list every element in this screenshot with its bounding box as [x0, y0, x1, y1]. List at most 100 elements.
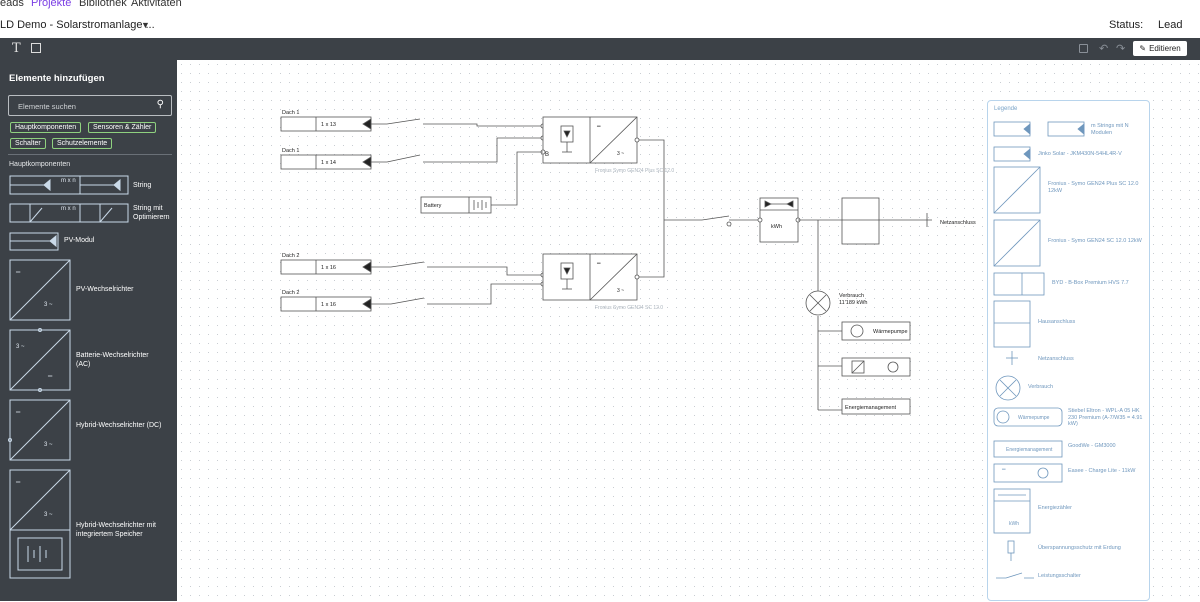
legend-panel: Legende ═ kWh Wärmepumpe Energiemanageme…	[987, 100, 1150, 601]
string-dach1-b[interactable]	[280, 154, 372, 170]
project-title[interactable]: LD Demo - Solarstromanlage ...	[0, 19, 155, 31]
schematic-diagram: Dach 1 1 x 13 Dach 1 1 x 14 Dach 2 1 x 1…	[280, 110, 976, 415]
sidebar-title: Elemente hinzufügen	[9, 73, 105, 84]
pencil-icon: ✎	[1139, 44, 1147, 53]
consumption-value: 11'189 kWh	[839, 300, 867, 306]
batt-inverter-dc: ═	[47, 374, 53, 380]
consumption-load[interactable]	[805, 290, 831, 316]
project-bar: LD Demo - Solarstromanlage ... ▼ Status:…	[0, 14, 1200, 37]
nav-leads[interactable]: eads	[0, 0, 24, 9]
string-tag: m x n	[61, 178, 76, 184]
energy-meter[interactable]	[759, 197, 799, 243]
roof-label-4: Dach 2	[282, 290, 299, 296]
undo-icon[interactable]: ↶	[1099, 43, 1109, 55]
inverter-2-caption: Fronius Symo GEN24 SC 12.0	[595, 305, 663, 311]
legend-inner-energy: Energiemanagement	[1006, 447, 1053, 453]
roof-label-3: Dach 2	[282, 253, 299, 259]
wallbox-block[interactable]	[841, 357, 911, 377]
component-label-string-optimizer: String mit Optimierern	[133, 205, 170, 221]
editor-toolbar: T ↶ ↷ ✎ Editieren	[0, 38, 1200, 60]
legend-item-heatpump: Stiebel Eltron - WPL-A 05 HK 230 Premium…	[1068, 408, 1143, 427]
text-tool-icon[interactable]: T	[12, 41, 21, 56]
search-placeholder: Elemente suchen	[18, 102, 76, 111]
legend-item-verbrauch: Verbrauch	[1028, 384, 1054, 390]
legend-item-battery: BYD - B-Box Premium HVS 7.7	[1052, 280, 1129, 286]
inverter-1-dc: ═	[596, 124, 601, 130]
pv-inverter-ac: 3 ~	[44, 302, 53, 308]
hybrid-ac: 3 ~	[44, 442, 53, 448]
chevron-down-icon[interactable]: ▼	[141, 20, 150, 30]
string-size-1: 1 x 13	[321, 122, 336, 128]
component-string-optimizer[interactable]	[9, 203, 129, 223]
legend-item-meter: Energiezähler	[1038, 505, 1072, 511]
battery-label: Battery	[424, 203, 442, 209]
inverter-2-dc: ═	[596, 261, 601, 267]
pv-inverter-dc: ═	[15, 270, 21, 276]
legend-item-surge: Überspannungsschutz mit Erdung	[1038, 545, 1121, 551]
legend-inner-heatpump: Wärmepumpe	[1018, 415, 1050, 421]
batt-inverter-ac: 3 ~	[16, 344, 25, 350]
string-size-2: 1 x 14	[321, 160, 336, 166]
legend-title: Legende	[994, 106, 1018, 112]
element-sidebar: Elemente hinzufügen Elemente suchen ⚲ Ha…	[0, 60, 177, 601]
rectangle-tool-icon[interactable]	[31, 43, 41, 53]
legend-item-wallbox: Easee - Charge Lite - 11kW	[1068, 468, 1136, 474]
inverter-1-ac: 3 ~	[617, 151, 624, 157]
chip-sensoren-zaehler[interactable]: Sensoren & Zähler	[88, 122, 157, 133]
legend-item-inverter: Fronius - Symo GEN24 SC 12.0 12kW	[1048, 238, 1142, 244]
inverter-1[interactable]	[542, 116, 638, 164]
status-value[interactable]: Lead	[1158, 19, 1183, 31]
meter-unit: kWh	[771, 224, 782, 230]
legend-symbols: ═ kWh Wärmepumpe Energiemanagement	[993, 121, 1085, 579]
component-pv-module[interactable]	[9, 232, 59, 251]
component-label-string: String	[133, 182, 152, 189]
inverter-2-ac: 3 ~	[617, 288, 624, 294]
chip-schalter[interactable]: Schalter	[10, 138, 46, 149]
consumption-label: Verbrauch	[839, 293, 864, 299]
component-label-hybrid-inverter: Hybrid-Wechselrichter (DC)	[76, 422, 162, 429]
legend-item-netzanschluss: Netzanschluss	[1038, 356, 1074, 362]
legend-item-hausanschluss: Hausanschluss	[1038, 319, 1076, 325]
component-palette: m x n m x n ═ 3 ~ 3 ~ ═ ═ 3 ~ ═ 3 ~	[8, 175, 129, 579]
search-icon[interactable]: ⚲	[156, 99, 164, 110]
heatpump-label: Wärmepumpe	[873, 329, 908, 335]
inverter-2[interactable]	[542, 253, 638, 301]
edit-button-label: Editieren	[1149, 44, 1181, 53]
redo-icon[interactable]: ↷	[1116, 43, 1126, 55]
legend-item-inverter-plus: Fronius - Symo GEN24 Plus SC 12.0 12kW	[1048, 181, 1139, 194]
roof-label-1: Dach 1	[282, 110, 299, 116]
legend-item-string: m Strings mit N Modulen	[1091, 123, 1129, 136]
string-opt-tag: m x n	[61, 206, 76, 212]
section-title: Hauptkomponenten	[9, 161, 71, 168]
chip-hauptkomponenten[interactable]: Hauptkomponenten	[10, 122, 82, 133]
nav-projekte[interactable]: Projekte	[31, 0, 72, 9]
grid-label: Netzanschluss	[940, 220, 976, 226]
inverter-b-label: B	[545, 152, 549, 158]
nav-bibliothek[interactable]: Bibliothek	[79, 0, 127, 9]
component-hybrid-inverter[interactable]	[8, 399, 71, 461]
heatpump-block[interactable]	[841, 321, 911, 341]
string-size-4: 1 x 16	[321, 302, 336, 308]
legend-item-energy: GoodWe - GM3000	[1068, 443, 1116, 449]
component-label-pv-inverter: PV-Wechselrichter	[76, 286, 134, 293]
save-icon[interactable]	[1079, 44, 1088, 53]
house-connection[interactable]	[841, 197, 880, 245]
element-search-input[interactable]: Elemente suchen ⚲	[8, 95, 172, 116]
inverter-1-caption: Fronius Symo GEN24 Plus SC 12.0	[595, 168, 674, 174]
component-pv-inverter[interactable]	[9, 259, 71, 321]
hybrid-dc: ═	[15, 410, 21, 416]
chip-schutzelemente[interactable]: Schutzelemente	[52, 138, 113, 149]
component-string[interactable]	[9, 175, 129, 195]
hybrid-storage-dc: ═	[15, 480, 21, 486]
component-hybrid-storage[interactable]	[9, 469, 71, 579]
nav-aktivitaeten[interactable]: Aktivitäten	[131, 0, 182, 9]
status-label: Status:	[1109, 19, 1144, 31]
edit-button[interactable]: ✎ Editieren	[1133, 41, 1187, 56]
component-battery-inverter[interactable]	[9, 328, 71, 392]
roof-label-2: Dach 1	[282, 148, 299, 154]
component-label-hybrid-storage: Hybrid-Wechselrichter mit integriertem S…	[76, 522, 156, 538]
energy-management-block[interactable]	[841, 398, 911, 415]
top-navigation: eads Projekte Bibliothek Aktivitäten	[0, 0, 1200, 12]
string-dach2-b[interactable]	[280, 296, 372, 312]
string-size-3: 1 x 16	[321, 265, 336, 271]
